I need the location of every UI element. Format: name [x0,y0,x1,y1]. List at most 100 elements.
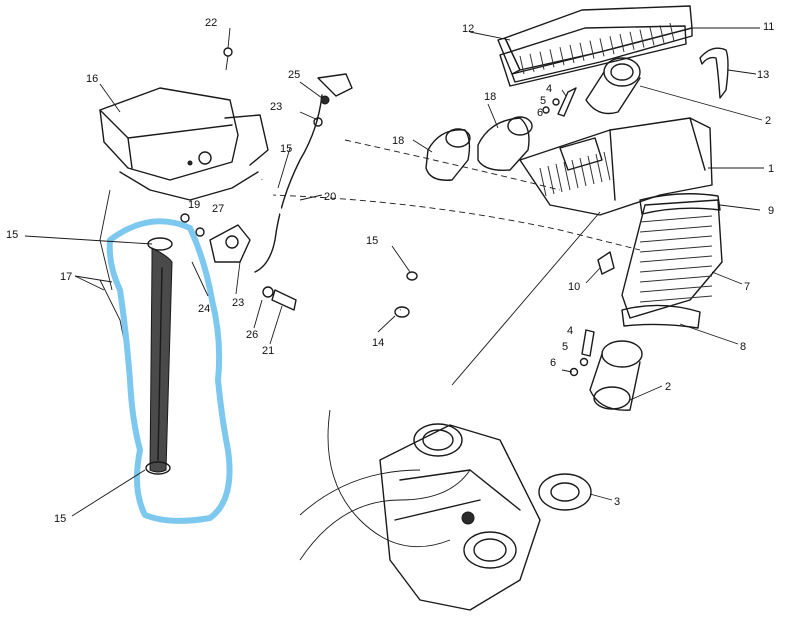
airbox-rib [555,163,563,193]
filter-pleat [519,55,525,75]
filter-pleat [639,29,645,48]
intake-duct [621,199,723,319]
throttle-body-assembly [379,423,541,611]
air-box-body [519,117,713,216]
intake-funnel-upper [585,57,641,115]
label-26: 26 [246,329,258,341]
label-12: 12 [462,23,474,35]
label-22: 22 [205,17,217,29]
choke-cable [327,409,451,548]
drain-hose [145,237,173,475]
duct-rib [639,235,713,243]
air-filter-cover [497,5,693,83]
clamp-upper [639,193,721,215]
label-6-b: 6 [550,357,556,369]
label-13: 13 [757,69,769,81]
airbox-rib [563,161,571,191]
filter-pleat [589,40,595,59]
air-filter-element [499,22,687,87]
airbox-rib [571,159,579,189]
frame-outline-2 [344,139,561,191]
label-19: 19 [188,199,200,211]
duct-rib [639,255,713,263]
label-24: 24 [198,303,210,315]
label-21: 21 [262,345,274,357]
throttle-cable [299,469,471,561]
label-14: 14 [372,337,384,349]
filter-pleat [579,42,585,61]
label-1: 1 [768,163,774,175]
label-17: 17 [60,271,72,283]
label-27: 27 [212,203,224,215]
filter-pleat [529,53,535,72]
airbox-rib [587,155,595,185]
label-7: 7 [744,281,750,293]
highlight-outline [106,218,233,524]
filter-pleat [569,44,575,64]
filter-pleat [649,27,655,46]
filter-pleat [629,31,635,50]
seal-ring [538,473,592,511]
label-2-b: 2 [665,381,671,393]
bolt-set-lower [569,329,595,377]
duct-rib [639,285,713,293]
frame-outline [269,194,641,251]
filter-pleat [599,38,605,57]
label-11: 11 [763,21,774,33]
label-9: 9 [768,205,774,217]
bolt-top [223,47,233,71]
part-labels: 22 16 15 17 15 19 27 24 23 26 21 20 15 2… [6,17,774,525]
label-8: 8 [740,341,746,353]
label-15-a: 15 [6,229,18,241]
electrical-box [99,87,269,181]
clip [699,47,729,99]
intake-funnel-lower [589,340,643,411]
label-4-b: 4 [567,325,573,337]
label-3: 3 [614,496,620,508]
label-5-b: 5 [562,341,568,353]
label-23-a: 23 [232,297,244,309]
label-18-a: 18 [392,135,404,147]
label-2-a: 2 [765,115,771,127]
leader-lines [24,27,764,517]
airbox-rib [595,153,603,183]
duct-rib [639,245,713,253]
label-10: 10 [568,281,580,293]
airbox-rib [547,165,555,195]
intake-boot-left [425,128,471,181]
airbox-rib [603,151,611,181]
hose-clamp-b [406,271,418,281]
duct-rib [639,275,713,283]
label-4-a: 4 [546,83,552,95]
box-support [119,171,259,201]
top-fitting [313,73,353,127]
label-23-b: 23 [270,101,282,113]
bolt-set-upper [542,87,577,117]
label-15-d: 15 [366,235,378,247]
filter-pleat [609,36,615,55]
vent-fitting [597,251,615,275]
filter-pleat [559,47,565,66]
label-20: 20 [324,191,336,203]
label-5-a: 5 [540,95,546,107]
label-6-a: 6 [537,107,543,119]
frame-rail-2 [99,189,113,291]
label-18-b: 18 [484,91,496,103]
guide-line-center [451,211,601,386]
bolt-with-washer [262,286,297,311]
hose-thick-inner [260,179,401,314]
hose-clamp-a [394,306,410,318]
filter-pleat [619,33,625,53]
label-16: 16 [86,73,98,85]
label-15-c: 15 [280,143,292,155]
duct-rib [639,215,713,223]
airbox-rib [539,167,547,197]
breather-valve [180,213,251,263]
airbox-rib [579,157,587,187]
duct-rib [639,265,713,273]
clamp-lower [621,304,701,329]
filter-pleat [659,25,665,44]
sync-hose [299,469,421,516]
label-25: 25 [288,69,300,81]
